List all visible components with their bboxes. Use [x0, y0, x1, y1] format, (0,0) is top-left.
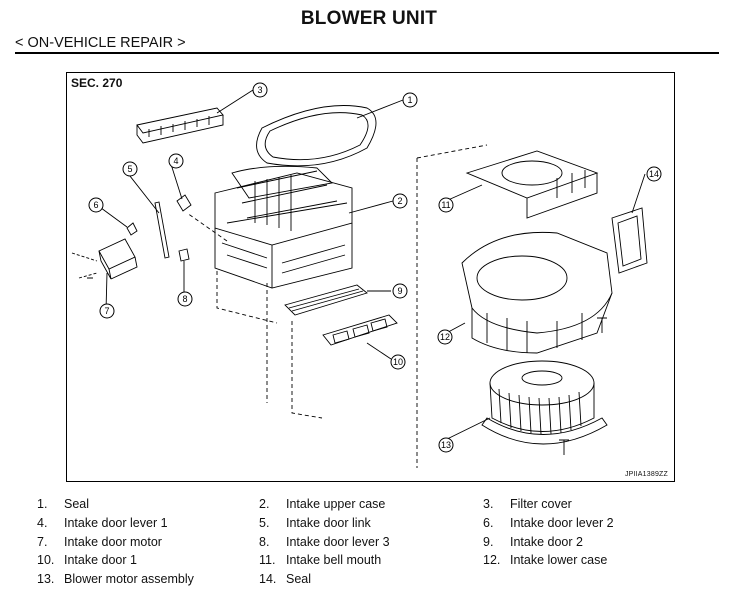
header-rule — [15, 52, 719, 54]
intake-door-link-part — [154, 201, 170, 259]
callout-2: 2 — [392, 193, 408, 209]
legend-text: Intake bell mouth — [286, 553, 382, 568]
legend-text: Intake lower case — [510, 553, 608, 568]
callout-label: 11 — [441, 200, 450, 210]
legend-number: 1. — [37, 497, 48, 511]
callout-10: 10 — [390, 354, 406, 370]
legend-number: 8. — [259, 534, 270, 549]
seal-14-part — [611, 207, 648, 274]
callout-13: 13 — [438, 437, 454, 453]
legend-text: Intake door 2 — [510, 534, 583, 549]
callout-label: 14 — [649, 169, 659, 179]
intake-door-2-part — [284, 284, 368, 316]
legend-text: Intake door motor — [64, 534, 162, 549]
legend-text: Seal — [64, 497, 90, 511]
figure-code: JPIIA1389ZZ — [624, 471, 668, 478]
callout-label: 13 — [441, 440, 451, 450]
legend-number: 12. — [483, 553, 501, 568]
callout-label: 7 — [104, 306, 109, 316]
legend-number: 13. — [37, 572, 55, 587]
legend-number: 4. — [37, 515, 48, 530]
callout-14: 14 — [646, 166, 662, 182]
intake-door-lever-3-part — [178, 248, 190, 262]
callout-12: 12 — [437, 329, 453, 345]
legend-text: Intake upper case — [286, 497, 386, 511]
legend-number: 9. — [483, 534, 494, 549]
legend-text: Intake door link — [286, 515, 371, 530]
callout-label: 6 — [93, 200, 98, 210]
intake-bell-mouth-part — [465, 150, 599, 199]
callout-5: 5 — [122, 161, 138, 177]
legend-text: Filter cover — [510, 497, 572, 511]
callout-label: 8 — [182, 294, 187, 304]
blower-fan-part — [489, 382, 595, 432]
legend-number: 2. — [259, 497, 270, 511]
intake-lower-case-part — [461, 231, 613, 334]
section-subtitle: < ON-VEHICLE REPAIR > — [15, 35, 186, 51]
callout-label: 4 — [173, 156, 178, 166]
callout-label: 10 — [393, 357, 403, 367]
legend-number: 5. — [259, 515, 270, 530]
section-label: SEC. 270 — [71, 76, 123, 90]
callout-3: 3 — [252, 82, 268, 98]
callout-11: 11 — [438, 197, 454, 213]
legend-number: 7. — [37, 534, 48, 549]
callout-label: 5 — [127, 164, 132, 174]
intake-door-motor-part — [98, 238, 136, 270]
seal-ring-part — [256, 105, 377, 167]
callout-label: 3 — [257, 85, 262, 95]
legend-number: 11. — [259, 553, 276, 568]
callout-1: 1 — [402, 92, 418, 108]
intake-door-1-part — [322, 314, 398, 346]
intake-upper-case-part — [214, 172, 353, 246]
legend-text: Intake door lever 3 — [286, 534, 390, 549]
legend-text: Blower motor assembly — [64, 572, 194, 587]
callout-4: 4 — [168, 153, 184, 169]
callout-label: 2 — [397, 196, 402, 206]
filter-cover-part — [136, 107, 224, 134]
callout-label: 12 — [440, 332, 450, 342]
page-title: BLOWER UNIT — [300, 8, 438, 29]
legend-text: Intake door lever 1 — [64, 515, 168, 530]
callout-label: 1 — [407, 95, 412, 105]
legend-text: Intake door 1 — [64, 553, 137, 568]
callout-9: 9 — [392, 283, 408, 299]
legend-number: 14. — [259, 572, 277, 587]
legend-number: 10. — [37, 553, 55, 568]
legend-number: 6. — [483, 515, 494, 530]
callout-6: 6 — [88, 197, 104, 213]
callout-8: 8 — [177, 291, 193, 307]
callout-label: 9 — [397, 286, 402, 296]
legend-number: 3. — [483, 497, 494, 511]
legend-text: Seal — [286, 572, 312, 587]
callout-7: 7 — [99, 303, 115, 319]
legend-text: Intake door lever 2 — [510, 515, 614, 530]
intake-door-lever-1-part — [176, 194, 192, 212]
